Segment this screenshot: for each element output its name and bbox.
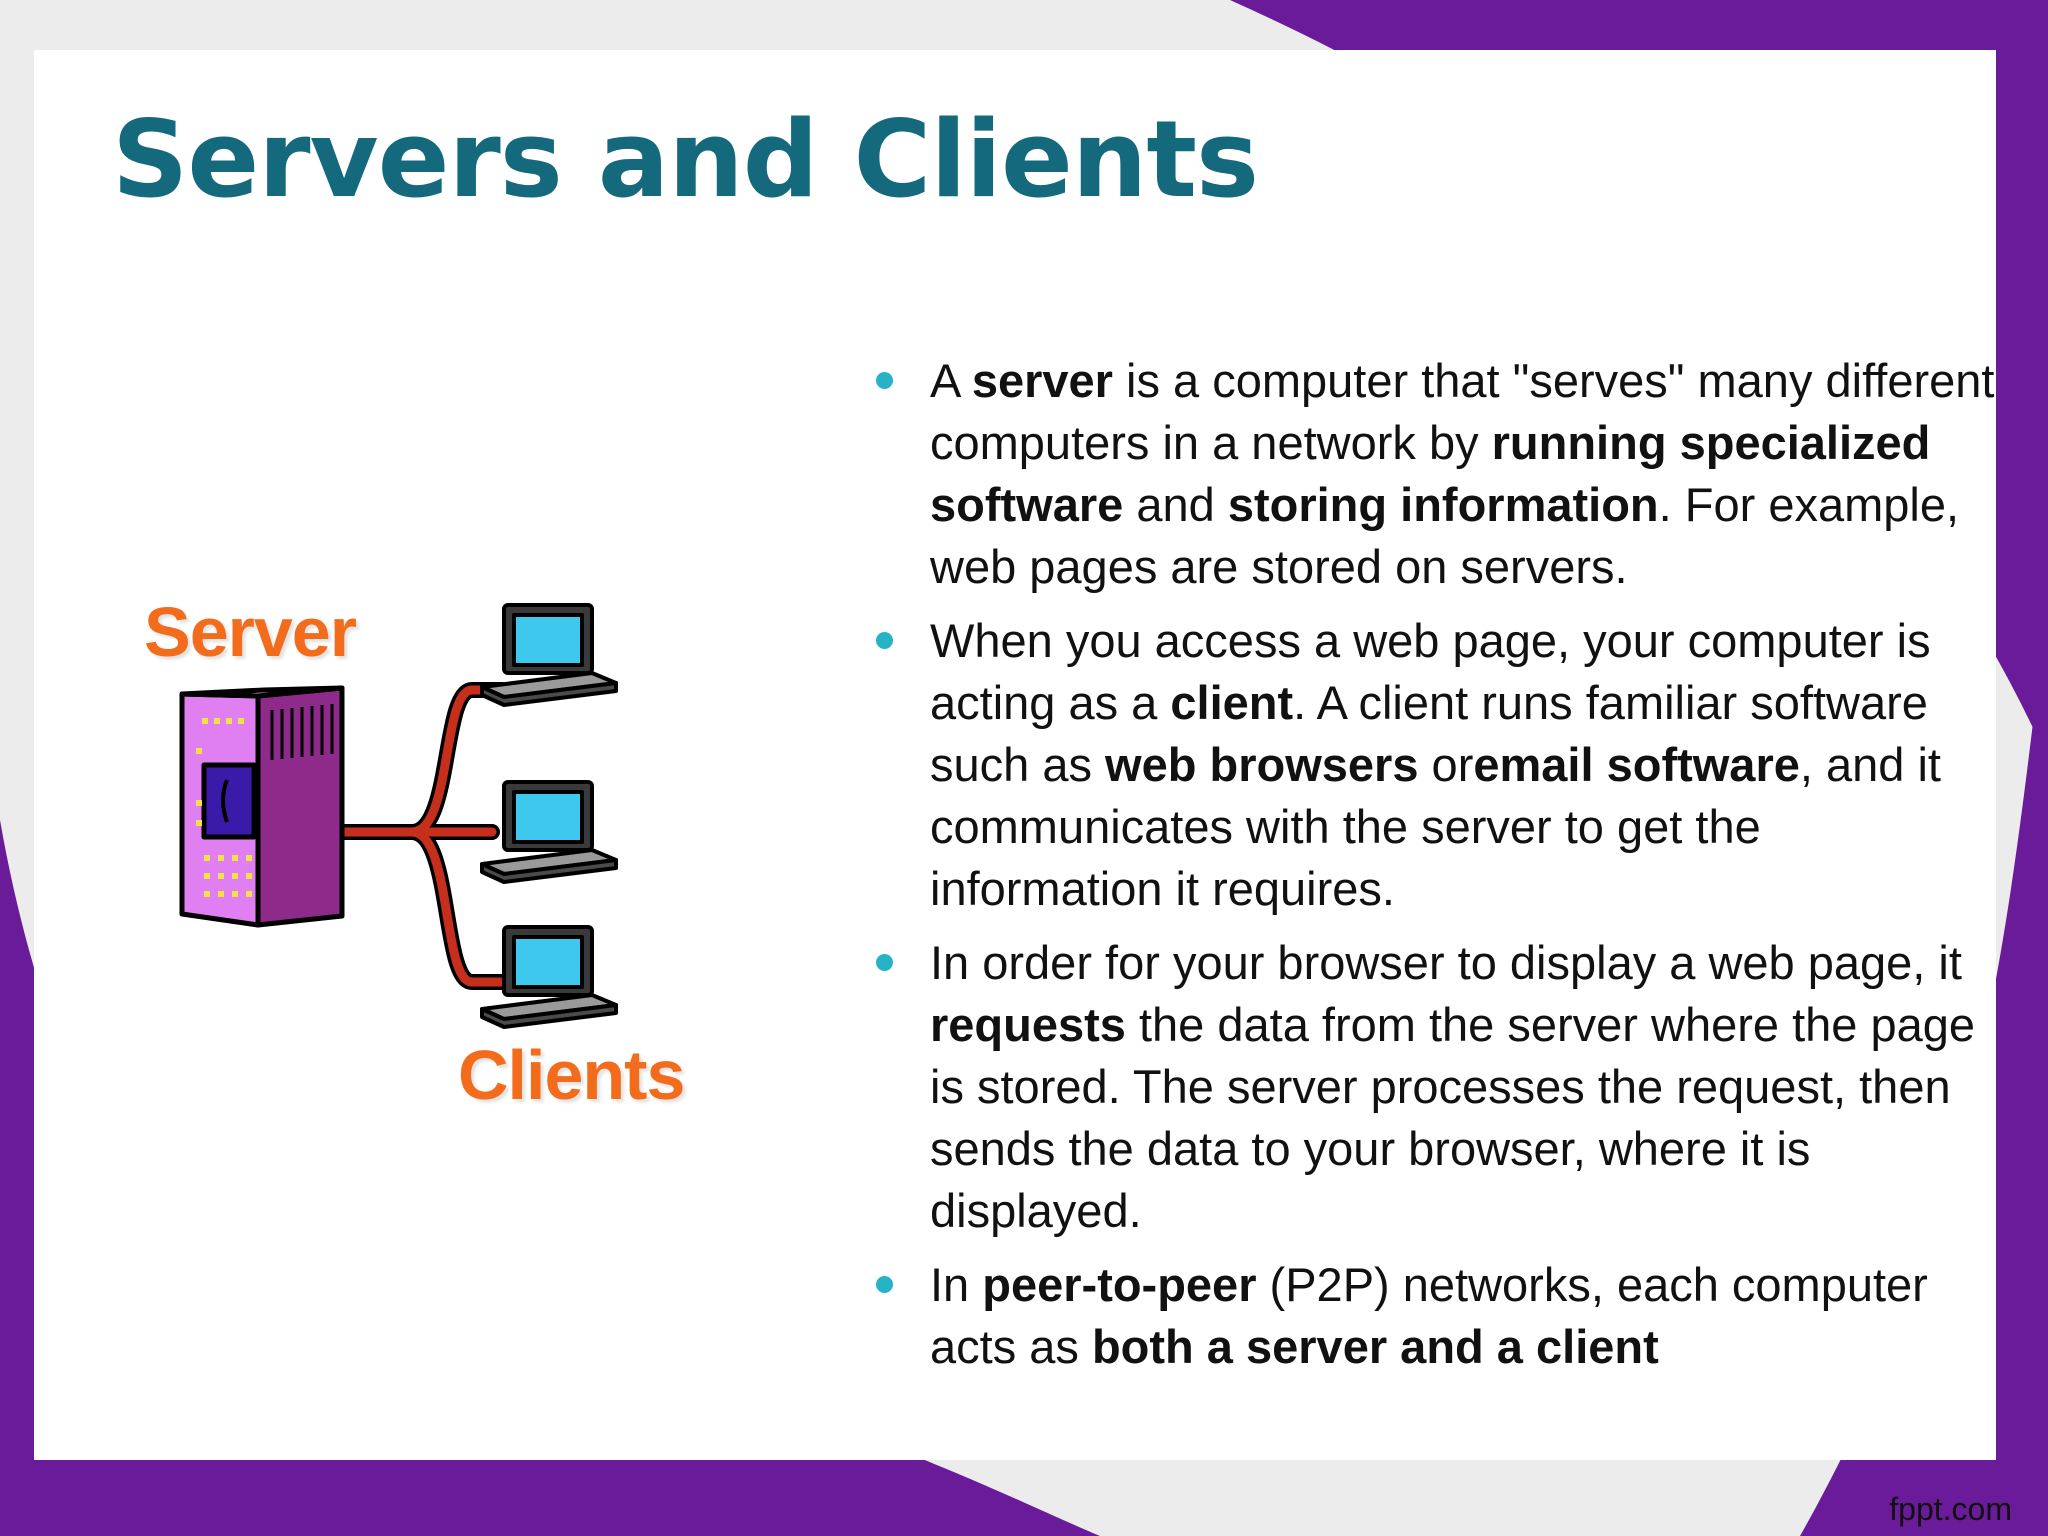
bullet-dot-icon [876,954,893,971]
server-icon [179,685,345,928]
source-watermark: fppt.com [1889,1491,2012,1527]
bold-term: running specialized software [930,416,1931,531]
network-illustration [179,603,618,1029]
text-segment: or [1418,738,1474,791]
text-segment: When you access a web page, your compute… [930,614,1931,729]
text-segment: is a computer that "serves" many differe… [930,354,1995,469]
text-segment: (P2P) networks, each computer acts as [930,1258,1928,1373]
text-segment: In order for your browser to display a w… [930,936,1962,989]
bullet-item: In order for your browser to display a w… [834,932,2004,1242]
bullet-dot-icon [876,372,893,389]
bullet-text: A server is a computer that "serves" man… [930,354,1994,593]
bullet-text: In peer-to-peer (P2P) networks, each com… [930,1258,1928,1373]
text-segment: . A client runs familiar software such a… [930,676,1928,791]
client-laptop-icon [480,603,618,707]
client-laptop-icon [480,925,618,1029]
client-laptop-icon [480,780,618,884]
text-segment: the data from the server where the page … [930,998,1976,1237]
bullet-list: A server is a computer that "serves" man… [834,350,2004,1390]
bullet-text: When you access a web page, your compute… [930,614,1941,915]
text-segment: A [930,354,972,407]
server-label: Server [144,593,357,671]
slide-title: Servers and Clients [112,98,1259,221]
slide: Servers and Clients [34,50,1996,1460]
bold-term: server [971,354,1113,407]
bullet-dot-icon [876,1276,893,1293]
bold-term: email software [1473,738,1800,791]
bold-term: requests [930,998,1126,1051]
clients-label: Clients [458,1036,685,1114]
bold-term: peer-to-peer [982,1258,1257,1311]
bullet-item: A server is a computer that "serves" man… [834,350,2004,598]
bullet-item: When you access a web page, your compute… [834,610,2004,920]
text-segment: and [1123,478,1228,531]
text-segment: . For example, web pages are stored on s… [930,478,1960,593]
text-segment: , and it communicates with the server to… [930,738,1941,915]
bullet-item: In peer-to-peer (P2P) networks, each com… [834,1254,2004,1378]
bold-term: storing information [1227,478,1659,531]
bold-term: web browsers [1105,738,1419,791]
bold-term: both a server and a client [1091,1320,1659,1373]
bold-term: client [1170,676,1294,729]
bullet-text: In order for your browser to display a w… [930,936,1975,1237]
bullet-dot-icon [876,632,893,649]
text-segment: In [930,1258,983,1311]
server-client-diagram: Server Clients [112,530,792,1150]
